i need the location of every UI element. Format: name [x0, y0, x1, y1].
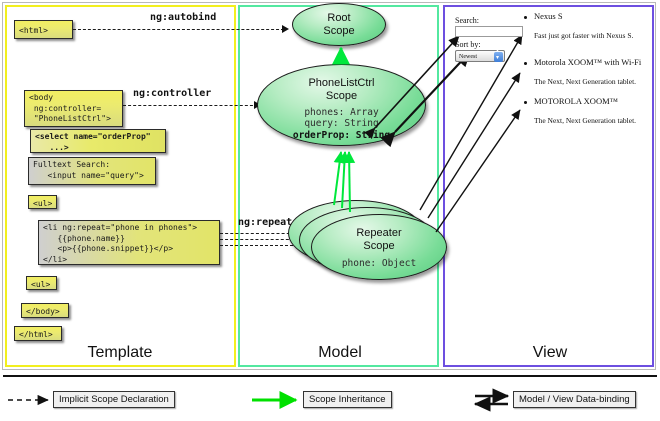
view-sort-select[interactable]: Newest — [455, 48, 505, 62]
arrowhead-autobind — [282, 25, 289, 33]
code-box-html-open: <html> — [14, 20, 73, 39]
phone-name-2: Motorola XOOM™ with Wi-Fi — [534, 57, 642, 67]
legend-divider — [3, 375, 657, 377]
view-search-label: Search: — [455, 16, 479, 25]
phone-name-3: MOTOROLA XOOM™ — [534, 96, 618, 106]
phonelistctrl-prop-query: query: String — [304, 118, 379, 130]
repeater-title-line2: Scope — [363, 239, 395, 252]
code-box-ul-open: <ul> — [28, 195, 57, 209]
select-arrows-icon — [494, 48, 503, 62]
code-box-select-tag: <select name="orderProp" ...> — [30, 129, 166, 153]
code-box-li-repeat: <li ng:repeat="phone in phones"> {{phone… — [38, 220, 220, 265]
code-box-ul-close: <ul> — [26, 276, 57, 290]
repeater-prop-phone: phone: Object — [341, 257, 417, 269]
column-label-template: Template — [87, 344, 153, 361]
phonelistctrl-title-line2: Scope — [325, 89, 358, 102]
label-ng-repeat: ng:repeat — [238, 217, 293, 228]
ellipse-repeater-scope: Repeater Scope phone: Object — [311, 214, 447, 280]
legend-item-implicit-scope-declaration: Implicit Scope Declaration — [53, 391, 175, 408]
root-scope-title-line2: Scope — [323, 24, 355, 37]
phone-snippet-3: The Next, Next Generation tablet. — [534, 116, 637, 125]
phonelistctrl-prop-phones: phones: Array — [304, 106, 379, 118]
code-box-body-open: <body ng:controller= "PhoneListCtrl"> — [24, 90, 123, 127]
dashline-repeat-3 — [220, 245, 308, 246]
dashline-repeat-1 — [220, 233, 300, 234]
phone-bullet-icon-2 — [524, 62, 527, 65]
column-template — [5, 5, 236, 367]
label-ng-controller: ng:controller — [133, 88, 212, 99]
dashline-autobind — [73, 29, 284, 30]
code-box-html-close: </html> — [14, 326, 62, 341]
repeater-title-line1: Repeater — [356, 227, 402, 239]
ellipse-root-scope: Root Scope — [292, 3, 386, 46]
ellipse-phonelistctrl-scope: PhoneListCtrl Scope phones: Array query:… — [257, 64, 426, 146]
phone-bullet-icon-1 — [524, 16, 527, 19]
root-scope-title-line1: Root — [327, 12, 351, 24]
column-model — [238, 5, 439, 367]
label-ng-autobind: ng:autobind — [150, 12, 217, 23]
view-sort-selected-value: Newest — [459, 54, 477, 60]
column-label-view: View — [532, 344, 568, 361]
phonelistctrl-prop-orderprop: orderProp: String — [292, 129, 391, 141]
phone-name-1: Nexus S — [534, 11, 563, 21]
code-box-body-close: </body> — [21, 303, 69, 318]
code-box-fulltext-search: Fulltext Search: <input name="query"> — [28, 157, 156, 185]
view-sort-label: Sort by: — [455, 40, 481, 49]
dashline-controller — [123, 105, 258, 106]
column-label-model: Model — [318, 344, 362, 361]
legend-item-scope-inheritance: Scope Inheritance — [303, 391, 392, 408]
view-search-input[interactable] — [455, 26, 523, 37]
phone-snippet-2: The Next, Next Generation tablet. — [534, 77, 637, 86]
phone-snippet-1: Fast just got faster with Nexus S. — [534, 31, 634, 40]
phone-bullet-icon-3 — [524, 101, 527, 104]
dashline-repeat-2 — [220, 239, 304, 240]
legend-item-model-view-data-binding: Model / View Data-binding — [513, 391, 636, 408]
outer-frame — [2, 2, 656, 370]
phonelistctrl-title-line1: PhoneListCtrl — [308, 77, 375, 89]
